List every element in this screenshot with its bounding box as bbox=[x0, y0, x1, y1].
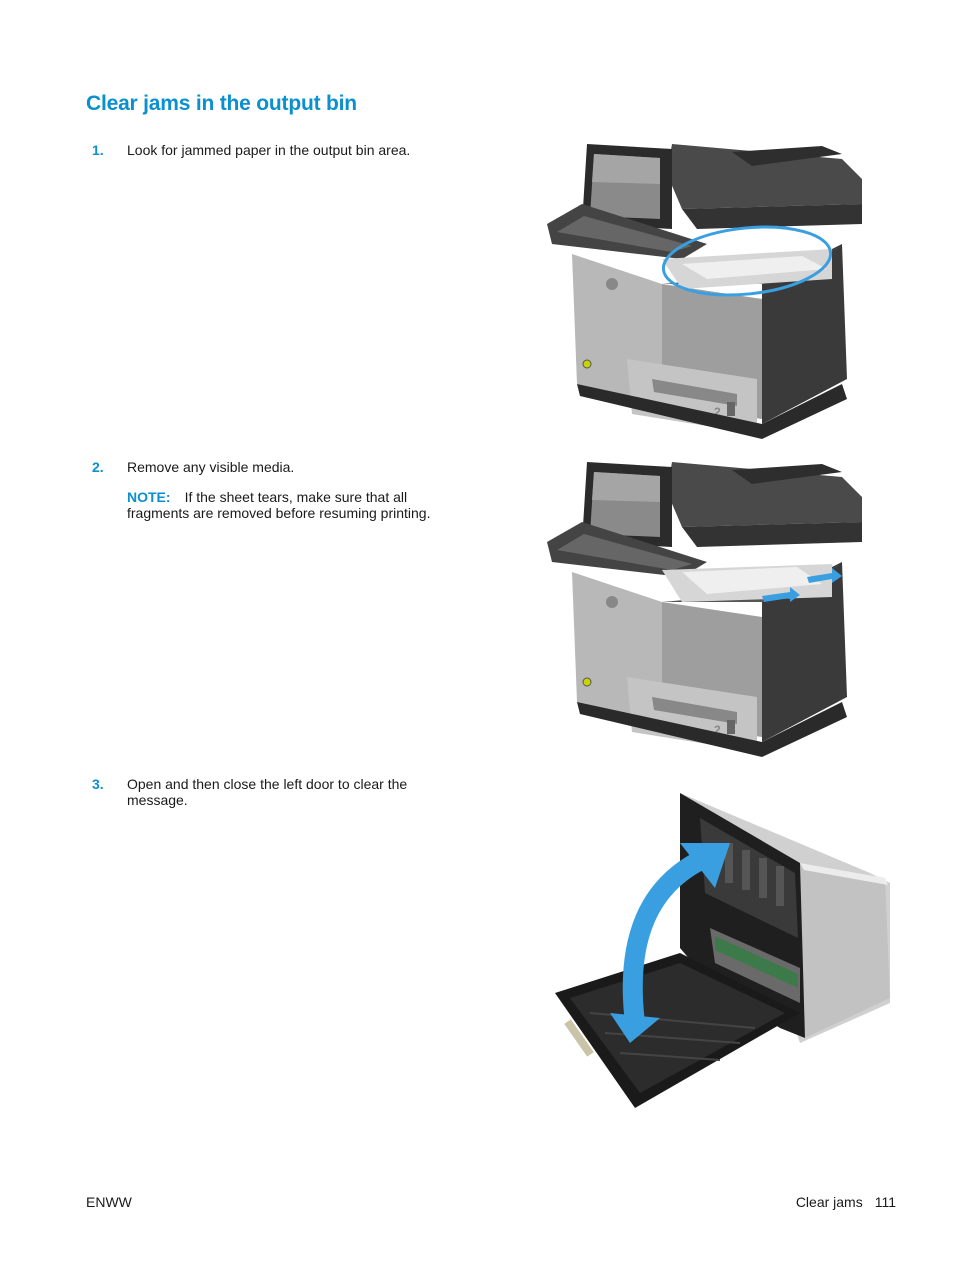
page-number: 111 bbox=[874, 1194, 896, 1210]
door-handle bbox=[564, 1019, 594, 1057]
step-number: 3. bbox=[92, 776, 104, 792]
power-button-icon bbox=[582, 359, 592, 369]
output-bin-highlight-ellipse bbox=[661, 225, 833, 297]
footer-section: Clear jams bbox=[795, 1194, 863, 1210]
footer-right: Clear jams 111 bbox=[796, 1194, 896, 1210]
note: NOTE:If the sheet tears, make sure that … bbox=[127, 489, 437, 521]
left-door-open-illustration bbox=[555, 793, 890, 1108]
footer-left: ENWW bbox=[86, 1194, 132, 1210]
hp-logo-icon bbox=[606, 596, 618, 608]
hp-logo-icon bbox=[606, 278, 618, 290]
printer-remove-media-illustration: 2 bbox=[547, 462, 862, 757]
power-button-icon bbox=[582, 677, 592, 687]
note-text: If the sheet tears, make sure that all f… bbox=[127, 489, 431, 521]
remove-media-arrows-icon bbox=[762, 568, 842, 602]
curved-arrow-icon bbox=[610, 843, 730, 1043]
printer-body: 2 bbox=[547, 144, 862, 439]
tray-label: 2 bbox=[714, 405, 721, 419]
step-text: Open and then close the left door to cle… bbox=[127, 776, 408, 808]
step-number: 2. bbox=[92, 459, 104, 475]
page-title: Clear jams in the output bin bbox=[86, 92, 357, 115]
note-label: NOTE: bbox=[127, 489, 171, 505]
printer-body: 2 bbox=[547, 462, 862, 757]
step-text: Look for jammed paper in the output bin … bbox=[127, 142, 411, 158]
tray-label: 2 bbox=[714, 723, 721, 737]
step-number: 1. bbox=[92, 142, 104, 158]
step-text: Remove any visible media. bbox=[127, 459, 295, 475]
printer-output-bin-illustration: 2 bbox=[547, 144, 862, 439]
